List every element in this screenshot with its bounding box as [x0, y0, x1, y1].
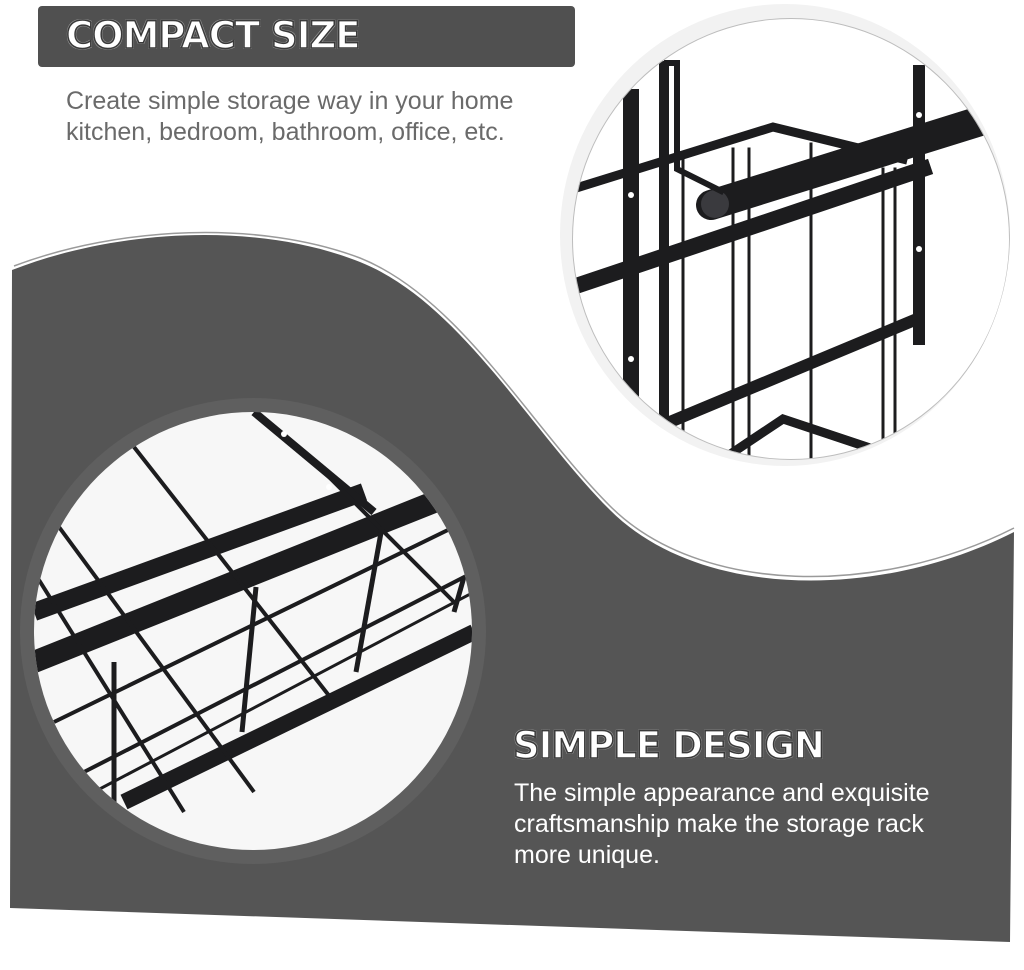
- description-line: The simple appearance and exquisite: [514, 779, 930, 807]
- description-line: more unique.: [514, 841, 660, 869]
- product-photo-wire-grid: [20, 398, 486, 864]
- section-title-compact-size: COMPACT SIZE: [65, 13, 361, 58]
- title-banner: [38, 6, 575, 67]
- product-photo-hanging-rod: [560, 4, 1010, 466]
- description-line: craftsmanship make the storage rack: [514, 810, 924, 838]
- rack-grid-illustration: [34, 412, 472, 814]
- description-line: kitchen, bedroom, bathroom, office, etc.: [66, 118, 505, 146]
- description-line: Create simple storage way in your home: [66, 87, 514, 115]
- section-title-simple-design: SIMPLE DESIGN: [512, 723, 825, 768]
- compact-size-description: Create simple storage way in your home k…: [66, 86, 513, 148]
- rack-rod-illustration: [573, 60, 1008, 459]
- simple-design-description: The simple appearance and exquisite craf…: [514, 778, 930, 871]
